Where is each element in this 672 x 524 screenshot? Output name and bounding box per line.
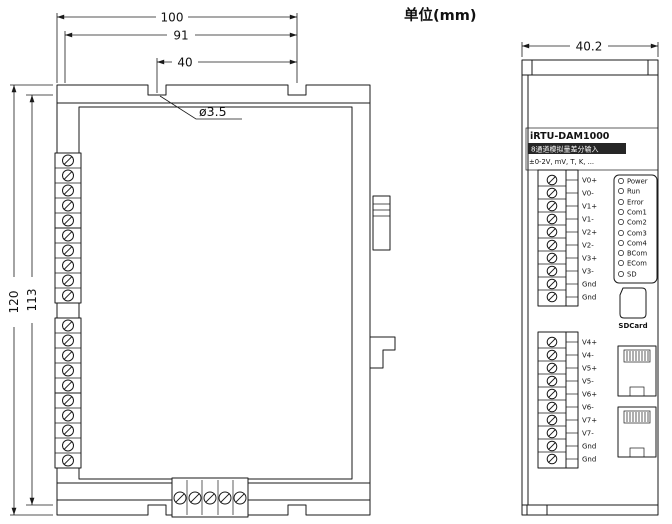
dimension-depth-40-2: 40.2 bbox=[521, 40, 659, 57]
terminal-connector-bottom bbox=[537, 331, 579, 469]
led-label: Com4 bbox=[627, 240, 647, 248]
dimension-slot-spacing-40: 40 bbox=[156, 56, 297, 93]
terminal-labels-bottom: V4+ V4- V5+ V5- V6+ V6- V7+ V7- Gnd Gnd bbox=[582, 339, 597, 464]
terminal-label: V4+ bbox=[582, 339, 597, 347]
screw-terminal-block-3 bbox=[54, 317, 82, 394]
dimension-height-120: 120 bbox=[7, 84, 53, 516]
led-com1-icon bbox=[618, 209, 624, 215]
terminal-label: V2- bbox=[582, 242, 594, 250]
led-power-icon bbox=[618, 178, 624, 184]
led-label: Error bbox=[627, 199, 644, 207]
terminal-label: V5- bbox=[582, 378, 594, 386]
dimension-width-100: 100 bbox=[56, 11, 298, 83]
unit-note: 单位(mm) bbox=[404, 6, 476, 24]
led-bcom-icon bbox=[618, 250, 624, 256]
sd-card-slot: SDCard bbox=[618, 287, 648, 330]
dimension-height-113: 113 bbox=[25, 94, 53, 506]
terminal-label: V0- bbox=[582, 190, 594, 198]
front-view: 100 91 40 120 113 bbox=[7, 11, 396, 518]
dim-label-113: 113 bbox=[25, 289, 39, 312]
side-view: 40.2 iRTU-DAM1000 8通道模拟量差分输入 ±0-2V, mV, … bbox=[521, 40, 659, 516]
screw-terminal-block-1 bbox=[54, 152, 82, 229]
terminal-labels-top: V0+ V0- V1+ V1- V2+ V2- V3+ V3- Gnd Gnd bbox=[582, 177, 597, 302]
led-com4-icon bbox=[618, 240, 624, 246]
screw-terminal-block-2 bbox=[54, 227, 82, 304]
terminal-label: V6- bbox=[582, 404, 594, 412]
ethernet-port-2 bbox=[617, 406, 657, 458]
terminal-label: V0+ bbox=[582, 177, 597, 185]
led-label: ECom bbox=[627, 260, 647, 268]
terminal-label: V7- bbox=[582, 430, 594, 438]
led-label: Run bbox=[627, 188, 640, 196]
terminal-label: V3- bbox=[582, 268, 594, 276]
led-label: SD bbox=[627, 271, 637, 279]
din-clip-tab bbox=[372, 195, 391, 251]
led-label: BCom bbox=[627, 250, 647, 258]
terminal-label: V3+ bbox=[582, 255, 597, 263]
terminal-connector-top bbox=[537, 169, 579, 307]
led-label: Power bbox=[627, 178, 648, 186]
led-error-icon bbox=[618, 199, 624, 205]
led-com3-icon bbox=[618, 230, 624, 236]
led-run-icon bbox=[618, 188, 624, 194]
led-ecom-icon bbox=[618, 260, 624, 266]
hole-callout: ø3.5 bbox=[159, 95, 242, 120]
terminal-label: V1+ bbox=[582, 203, 597, 211]
terminal-label: Gnd bbox=[582, 443, 596, 451]
front-panel bbox=[78, 106, 353, 480]
dim-label-40: 40 bbox=[177, 56, 192, 70]
terminal-label: V4- bbox=[582, 352, 594, 360]
led-com2-icon bbox=[618, 219, 624, 225]
terminal-label: V7+ bbox=[582, 417, 597, 425]
terminal-label: Gnd bbox=[582, 294, 596, 302]
led-label: Com3 bbox=[627, 230, 647, 238]
ethernet-port-1 bbox=[617, 345, 657, 397]
model-name: iRTU-DAM1000 bbox=[530, 131, 610, 142]
bottom-foot bbox=[526, 504, 548, 516]
label-subtitle-bar bbox=[528, 143, 626, 154]
terminal-label: V5+ bbox=[582, 365, 597, 373]
dimension-width-91: 91 bbox=[64, 29, 297, 83]
terminal-label: Gnd bbox=[582, 456, 596, 464]
label-subtitle: 8通道模拟量差分输入 bbox=[531, 145, 598, 154]
front-view-outline bbox=[56, 84, 371, 516]
dim-label-91: 91 bbox=[173, 29, 188, 43]
rj45-pins-icon bbox=[626, 351, 649, 361]
front-terminal-blocks bbox=[54, 152, 82, 469]
terminal-label: Gnd bbox=[582, 281, 596, 289]
led-label: Com2 bbox=[627, 219, 647, 227]
led-label: Com1 bbox=[627, 209, 647, 217]
terminal-label: V6+ bbox=[582, 391, 597, 399]
label-signal-range: ±0-2V, mV, T, K, ... bbox=[529, 158, 594, 166]
din-clip-hook bbox=[369, 336, 396, 369]
led-sd-icon bbox=[618, 271, 624, 277]
screw-terminal-block-4 bbox=[54, 392, 82, 469]
led-panel: Power Run Error Com1 Com2 Com3 Com4 BCom… bbox=[613, 174, 658, 284]
din-rail-clip bbox=[369, 195, 396, 369]
product-label: iRTU-DAM1000 8通道模拟量差分输入 ±0-2V, mV, T, K,… bbox=[525, 127, 659, 171]
hole-callout-label: ø3.5 bbox=[199, 104, 227, 119]
terminal-label: V2+ bbox=[582, 229, 597, 237]
rj45-pins-icon bbox=[626, 412, 649, 422]
terminal-label: V1- bbox=[582, 216, 594, 224]
sd-card-label: SDCard bbox=[618, 322, 647, 330]
dim-label-100: 100 bbox=[161, 11, 184, 25]
side-view-outline bbox=[521, 59, 659, 516]
dim-label-120: 120 bbox=[7, 291, 21, 314]
dim-label-40-2: 40.2 bbox=[576, 40, 603, 54]
sd-card-icon bbox=[619, 287, 647, 319]
bottom-terminal-connector bbox=[171, 477, 249, 518]
